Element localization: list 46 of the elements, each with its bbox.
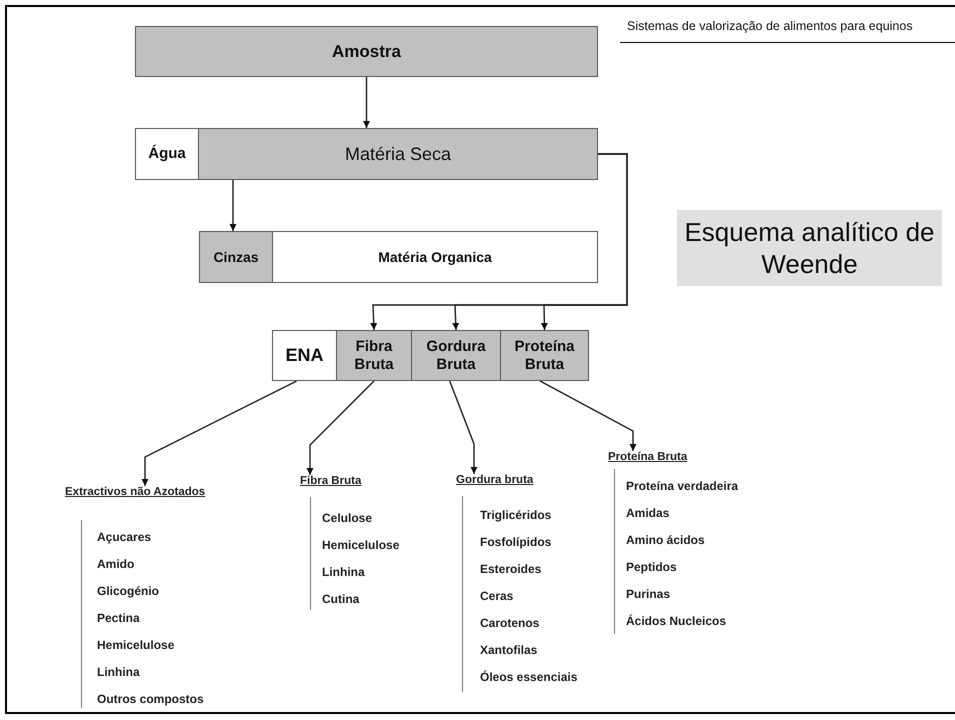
process-box: Gordura Bruta [411,330,501,381]
list-item: Triglicéridos [480,508,552,522]
list-item: Esteroides [480,562,542,576]
header-text: Sistemas de valorização de alimentos para equinos [627,19,913,33]
list-item: Peptidos [626,560,677,574]
process-box: Cinzas [199,231,273,283]
process-box: Matéria Seca [198,128,598,180]
list-item: Purinas [626,587,670,601]
list-item: Amido [97,557,134,571]
list-item: Amidas [626,506,670,520]
arrow [230,180,236,231]
list-item: Carotenos [480,616,540,630]
list-item: Outros compostos [97,692,204,706]
process-box: Água [135,128,199,180]
list-item: Ceras [480,589,514,603]
process-box: ENA [272,330,337,381]
list-heading: Fibra Bruta [300,475,362,487]
list-item: Açucares [97,530,152,544]
arrow [449,380,478,474]
list-item: Linhina [97,665,140,679]
list-item: Ácidos Nucleicos [626,614,726,628]
list-item: Cutina [322,592,360,606]
list-item: Xantofilas [480,643,538,657]
list-item: Hemicelulose [322,538,400,552]
list-heading: Gordura bruta [456,474,534,486]
title-box: Esquema analítico de Weende [677,210,942,286]
list-heading: Proteína Bruta [608,451,688,463]
process-box: Matéria Organica [272,231,598,283]
list-item: Hemicelulose [97,638,174,652]
arrow [142,380,298,486]
list-item: Óleos essenciais [480,670,578,684]
list-item: Amino ácidos [626,533,705,547]
list-heading: Extractivos não Azotados [65,486,206,498]
list-item: Pectina [97,611,140,625]
process-box: Proteína Bruta [500,330,589,381]
list-item: Proteína verdadeira [626,479,738,493]
list-item: Linhina [322,565,365,579]
list-item: Glicogénio [97,584,160,598]
arrow [306,380,374,475]
arrow [363,77,370,128]
list-item: Celulose [322,511,372,525]
list-item: Fosfolípidos [480,535,552,549]
process-box: Amostra [135,26,598,77]
process-box: Fibra Bruta [336,330,412,381]
arrow [540,380,636,451]
arrow [540,153,628,330]
